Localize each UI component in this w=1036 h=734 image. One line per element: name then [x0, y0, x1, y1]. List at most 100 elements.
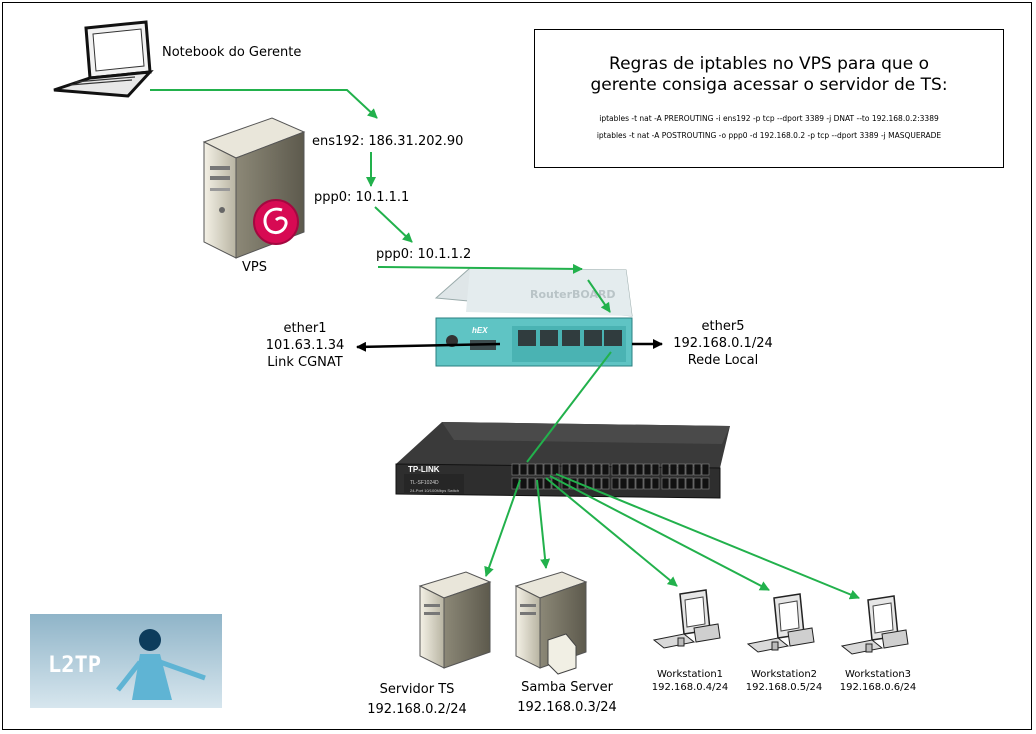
switch-port — [593, 463, 602, 476]
ws1-label: Workstation1 192.168.0.4/24 — [648, 668, 732, 694]
notebook-icon — [53, 20, 154, 98]
switch-port — [701, 463, 710, 476]
ws1-computer-icon — [652, 589, 721, 649]
switch-port — [611, 477, 620, 490]
iptables-rules-box: Regras de iptables no VPS para que o ger… — [534, 29, 1004, 168]
switch-port — [535, 463, 544, 476]
switch-port — [551, 463, 560, 476]
samba-name: Samba Server — [521, 680, 613, 695]
switch-port — [627, 477, 636, 490]
switch-port — [685, 463, 694, 476]
switch-port — [627, 463, 636, 476]
ws2-ip: 192.168.0.5/24 — [745, 682, 823, 693]
green-links — [150, 89, 860, 600]
ws3-computer-icon — [840, 595, 909, 655]
switch-port — [635, 477, 644, 490]
switch-desc-text: 24-Port 10/100Mbps Switch — [410, 488, 459, 493]
switch-port — [585, 477, 594, 490]
l2tp-logo: L2TP — [30, 614, 222, 708]
switch-port — [561, 463, 570, 476]
ether1-ip: 101.63.1.34 — [265, 338, 345, 353]
ppp0-router-label: ppp0: 10.1.1.2 — [376, 247, 472, 262]
rules-title: Regras de iptables no VPS para que o ger… — [535, 54, 1003, 96]
switch-port — [601, 477, 610, 490]
link-switch-samba — [536, 479, 551, 569]
ens192-label: ens192: 186.31.202.90 — [312, 134, 464, 149]
switch-port — [601, 463, 610, 476]
ppp0-vps-label: ppp0: 10.1.1.1 — [314, 190, 410, 205]
servidor-ts-ip: 192.168.0.2/24 — [367, 702, 467, 717]
link-switch-ws2 — [549, 475, 770, 591]
switch-model-text: TL-SF1024D — [410, 480, 439, 486]
switch-port — [693, 477, 702, 490]
l2tp-text: L2TP — [48, 653, 101, 678]
switch-port — [511, 463, 520, 476]
ws2-computer-icon — [746, 593, 815, 653]
switch-port — [569, 463, 578, 476]
switch-port — [543, 463, 552, 476]
link-router-internet — [587, 279, 611, 313]
switch-port — [519, 477, 528, 490]
switch-port — [677, 463, 686, 476]
switch-port — [635, 463, 644, 476]
servidor-ts-label: Servidor TS 192.168.0.2/24 — [362, 680, 472, 720]
router-model-text: hEX — [472, 326, 488, 335]
switch-port — [693, 463, 702, 476]
ether1-desc: Link CGNAT — [267, 355, 343, 370]
rules-title-line2: gerente consiga acessar o servidor de TS… — [590, 75, 948, 95]
link-switch-servidor-ts — [484, 479, 521, 577]
switch-port — [527, 477, 536, 490]
switch-port — [527, 463, 536, 476]
workstations-icons — [652, 589, 909, 655]
ether5-name: ether5 — [701, 319, 745, 334]
samba-server-icon — [514, 571, 588, 675]
switch-port — [593, 477, 602, 490]
link-ppp0-router — [377, 263, 583, 274]
ws3-ip: 192.168.0.6/24 — [839, 682, 917, 693]
switch-port — [619, 477, 628, 490]
switch-port — [685, 477, 694, 490]
switch-port — [577, 463, 586, 476]
rules-title-line1: Regras de iptables no VPS para que o — [609, 54, 929, 74]
ws1-name: Workstation1 — [656, 669, 724, 680]
switch-port — [651, 463, 660, 476]
link-switch-ws1 — [545, 477, 678, 587]
servidor-ts-name: Servidor TS — [379, 682, 455, 697]
ether5-ip: 192.168.0.1/24 — [673, 336, 773, 351]
switch-port — [619, 463, 628, 476]
iptables-prerouting-rule: iptables -t nat -A PREROUTING -i ens192 … — [599, 114, 939, 123]
ether5-label: ether5 192.168.0.1/24 Rede Local — [668, 318, 778, 369]
samba-ip: 192.168.0.3/24 — [517, 700, 617, 715]
tplink-switch-icon: TP-LINK TL-SF1024D 24-Port 10/100Mbps Sw… — [395, 422, 730, 499]
servidor-ts-server-icon — [418, 571, 492, 669]
switch-port — [661, 477, 670, 490]
notebook-label: Notebook do Gerente — [162, 45, 302, 60]
switch-port — [611, 463, 620, 476]
ws3-name: Workstation3 — [844, 669, 912, 680]
samba-label: Samba Server 192.168.0.3/24 — [512, 678, 622, 718]
switch-port — [535, 477, 544, 490]
link-notebook-ens192 — [150, 89, 378, 119]
switch-port — [643, 463, 652, 476]
ether1-name: ether1 — [283, 321, 327, 336]
ether5-desc: Rede Local — [687, 353, 759, 368]
link-switch-ws3 — [555, 473, 860, 600]
ws2-name: Workstation2 — [750, 669, 818, 680]
switch-port — [669, 463, 678, 476]
switch-port — [669, 477, 678, 490]
switch-port — [585, 463, 594, 476]
ws3-label: Workstation3 192.168.0.6/24 — [836, 668, 920, 694]
switch-port — [643, 477, 652, 490]
vps-label: VPS — [242, 260, 267, 275]
arrow-ether1 — [356, 341, 501, 352]
switch-port — [701, 477, 710, 490]
black-arrows — [356, 339, 663, 352]
switch-port — [651, 477, 660, 490]
ws1-ip: 192.168.0.4/24 — [651, 682, 729, 693]
switch-port — [677, 477, 686, 490]
ws2-label: Workstation2 192.168.0.5/24 — [742, 668, 826, 694]
switch-port — [661, 463, 670, 476]
mikrotik-router-icon: RouterBOARD hEX — [434, 267, 633, 367]
